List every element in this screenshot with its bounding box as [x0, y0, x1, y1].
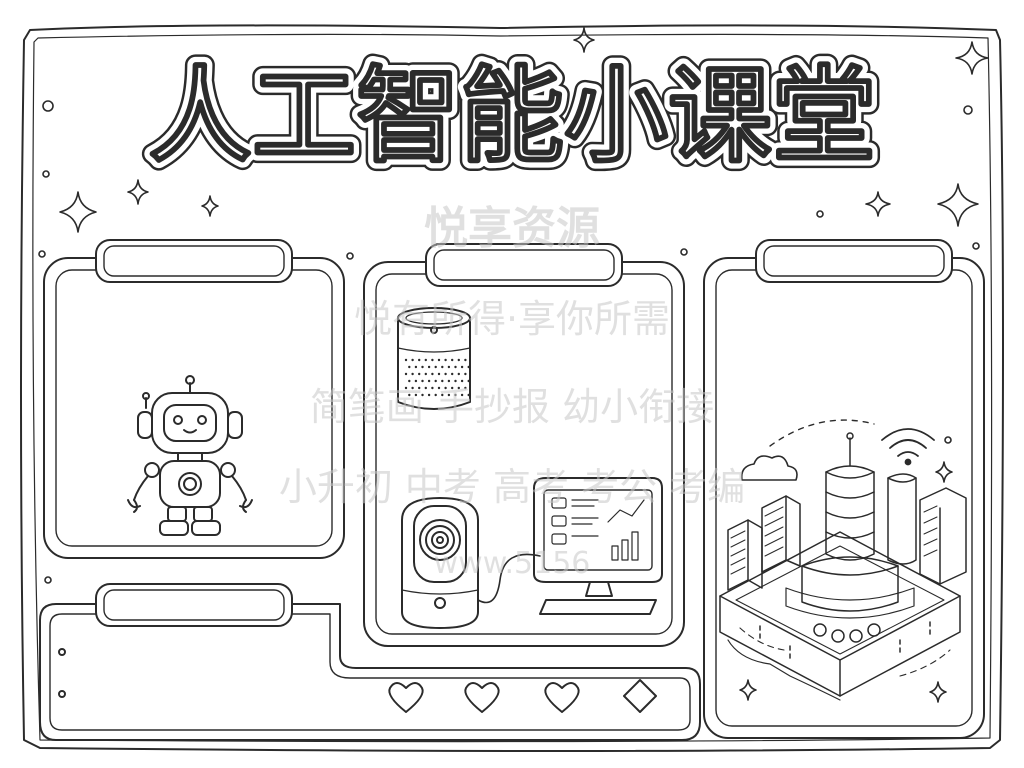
watermark-brand: 悦享资源 [424, 203, 600, 254]
title-outline: 人工智能小课堂 [148, 55, 876, 177]
bottom-left-panel [39, 583, 701, 741]
title-banner: 人工智能小课堂 人工智能小课堂 人工智能小课堂 [139, 46, 885, 186]
security-camera-icon [401, 497, 479, 629]
watermark-url: www.5156 [433, 546, 591, 581]
page-title: 人工智能小课堂 [148, 55, 876, 177]
computer-monitor-icon [533, 477, 663, 615]
signal-arc [769, 419, 875, 447]
cable [477, 553, 541, 604]
sparkle-icon [38, 27, 989, 703]
smart-city-icon [719, 432, 967, 701]
smart-speaker-icon [397, 307, 471, 410]
cloud-icon [740, 455, 798, 481]
wifi-icon [881, 428, 935, 466]
watermark-slogan: 悦有所得·享你所需 [353, 297, 671, 341]
middle-panel [363, 243, 685, 647]
right-panel [703, 239, 985, 739]
watermark-line2: 小升初 中考 高考 考公 考编 [278, 465, 746, 509]
left-panel [43, 239, 345, 559]
watermark-line1: 简笔画 手抄报 幼小衔接 [309, 385, 715, 429]
robot-icon [127, 375, 253, 536]
diamond-icon [623, 679, 657, 713]
outer-border [20, 24, 1004, 752]
heart-icon [388, 682, 580, 713]
title-outline-gap: 人工智能小课堂 [148, 55, 876, 177]
